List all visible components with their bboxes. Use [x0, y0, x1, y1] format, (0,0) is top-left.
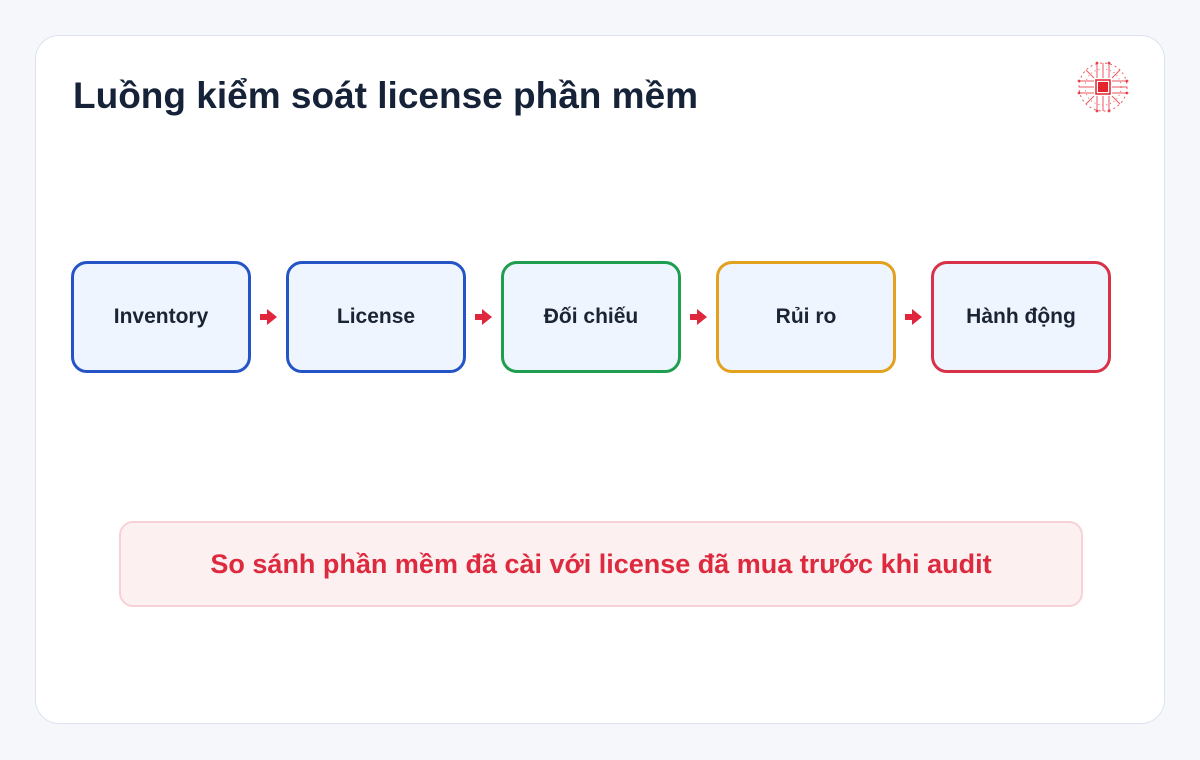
callout-note: So sánh phần mềm đã cài với license đã m… [119, 521, 1083, 607]
callout-text: So sánh phần mềm đã cài với license đã m… [210, 548, 992, 579]
page-title: Luồng kiểm soát license phần mềm [73, 75, 699, 116]
arrow-right-icon [905, 309, 922, 325]
diagram-card: Luồng kiểm soát license phần mềm [35, 35, 1165, 724]
step-label: Hành động [966, 305, 1076, 328]
step-label: Inventory [113, 305, 209, 328]
step-label: Rủi ro [775, 305, 837, 328]
arrow-right-icon [475, 309, 492, 325]
step-license: License [286, 261, 466, 373]
step-label: Đối chiếu [543, 305, 639, 328]
step-action: Hành động [931, 261, 1111, 373]
step-risk: Rủi ro [716, 261, 896, 373]
process-flow: Inventory License Đối chiếu Rủi ro H [71, 261, 1113, 373]
arrow-right-icon [260, 309, 277, 325]
step-inventory: Inventory [71, 261, 251, 373]
arrow-right-icon [690, 309, 707, 325]
step-reconcile: Đối chiếu [501, 261, 681, 373]
chip-icon [1077, 61, 1129, 113]
step-label: License [336, 305, 416, 328]
